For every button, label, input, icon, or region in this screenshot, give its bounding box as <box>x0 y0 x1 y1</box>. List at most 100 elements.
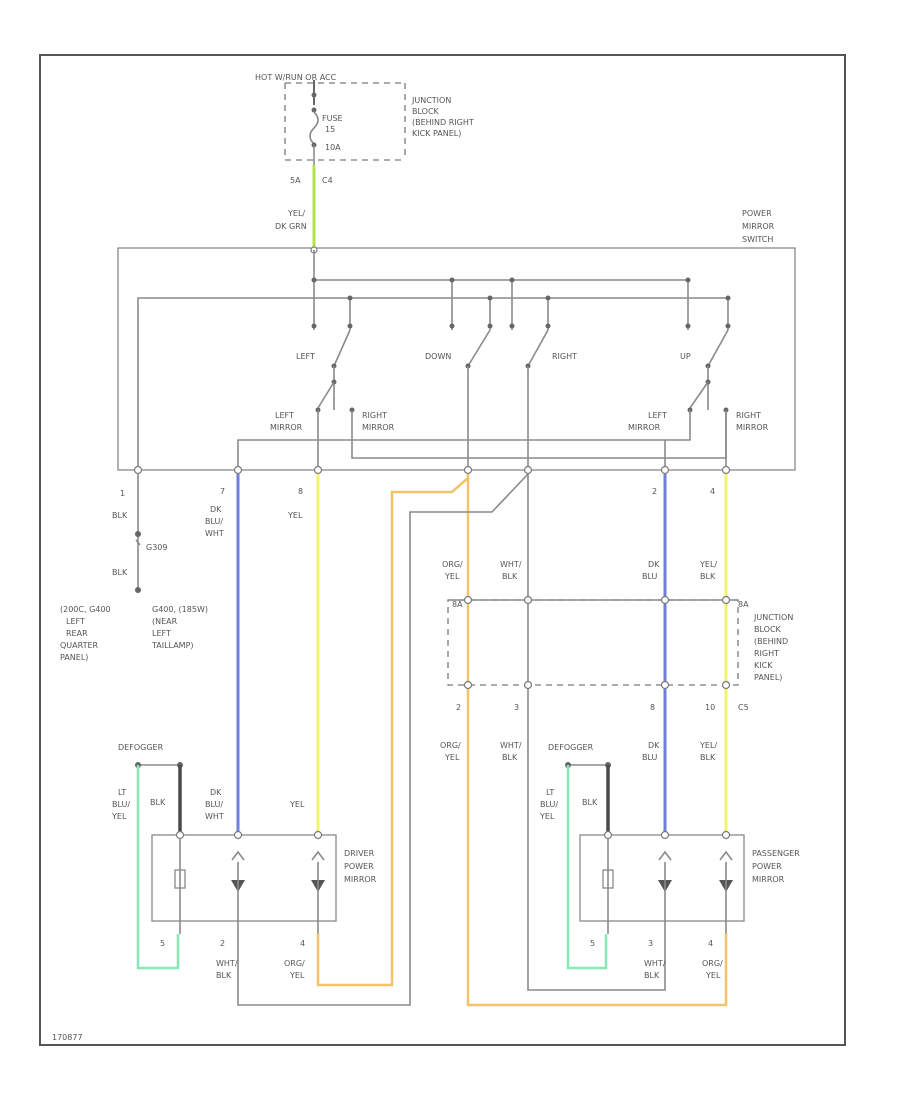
svg-text:YEL: YEL <box>539 812 555 821</box>
ground-label: G309 <box>146 543 167 552</box>
svg-text:WHT/: WHT/ <box>644 959 666 968</box>
switch-pos-left: LEFT <box>296 352 315 361</box>
svg-text:YEL: YEL <box>444 753 460 762</box>
svg-text:YEL: YEL <box>444 572 460 581</box>
svg-text:3: 3 <box>648 939 653 948</box>
svg-text:MIRROR: MIRROR <box>736 423 769 432</box>
svg-text:WHT/: WHT/ <box>216 959 238 968</box>
diagram-frame <box>39 54 846 1046</box>
svg-text:YEL/: YEL/ <box>699 741 717 750</box>
svg-text:BLOCK: BLOCK <box>754 625 782 634</box>
svg-text:MIRROR: MIRROR <box>752 875 785 884</box>
switch-pos-up: UP <box>680 352 691 361</box>
svg-text:4: 4 <box>708 939 713 948</box>
svg-text:BLK: BLK <box>502 753 518 762</box>
svg-text:ORG/: ORG/ <box>702 959 723 968</box>
svg-text:BLU: BLU <box>642 572 658 581</box>
svg-text:DK: DK <box>648 741 660 750</box>
power-mirror-switch: POWER MIRROR SWITCH LEFT DO <box>117 209 796 475</box>
svg-text:QUARTER: QUARTER <box>60 641 99 650</box>
junction-block-label: JUNCTION <box>411 96 451 105</box>
svg-text:BLK: BLK <box>700 753 716 762</box>
switch-pos-down: DOWN <box>425 352 451 361</box>
svg-text:KICK PANEL): KICK PANEL) <box>412 129 461 138</box>
svg-text:(BEHIND RIGHT: (BEHIND RIGHT <box>412 118 474 127</box>
ground-circuit: 1 BLK G309 BLK (200C, G400 LEFT REAR QUA… <box>60 474 208 662</box>
svg-text:LEFT: LEFT <box>66 617 85 626</box>
svg-text:LEFT: LEFT <box>152 629 171 638</box>
svg-text:BLK: BLK <box>700 572 716 581</box>
svg-text:POWER: POWER <box>752 862 782 871</box>
svg-text:RIGHT: RIGHT <box>736 411 761 420</box>
harness-wires <box>236 473 728 1007</box>
svg-text:C5: C5 <box>738 703 749 712</box>
svg-text:YEL: YEL <box>289 971 305 980</box>
svg-text:YEL: YEL <box>705 971 721 980</box>
svg-text:8: 8 <box>298 487 303 496</box>
passenger-power-mirror: DEFOGGER LT BLU/ YEL BLK PASSENGER POWER… <box>539 743 800 980</box>
svg-text:BLU/: BLU/ <box>540 800 558 809</box>
svg-text:PANEL): PANEL) <box>60 653 88 662</box>
svg-text:G400, (185W): G400, (185W) <box>152 605 208 614</box>
svg-text:DK: DK <box>210 505 222 514</box>
svg-text:YEL: YEL <box>111 812 127 821</box>
svg-text:BLOCK: BLOCK <box>412 107 440 116</box>
svg-text:RIGHT: RIGHT <box>754 649 779 658</box>
svg-text:8: 8 <box>650 703 655 712</box>
svg-text:BLK: BLK <box>112 511 128 520</box>
svg-text:5A: 5A <box>290 176 301 185</box>
svg-text:LT: LT <box>546 788 554 797</box>
svg-text:RIGHT: RIGHT <box>362 411 387 420</box>
svg-text:2: 2 <box>652 487 657 496</box>
svg-text:2: 2 <box>220 939 225 948</box>
svg-text:10: 10 <box>705 703 715 712</box>
svg-text:SWITCH: SWITCH <box>742 235 773 244</box>
svg-text:MIRROR: MIRROR <box>270 423 303 432</box>
junction-block-mid: 8A 8A JUNCTION BLOCK (BEHIND RIGHT KICK … <box>440 595 793 762</box>
power-source-label: HOT W/RUN OR ACC <box>255 73 337 82</box>
svg-text:(200C, G400: (200C, G400 <box>60 605 111 614</box>
svg-text:POWER: POWER <box>344 862 374 871</box>
svg-text:BLU: BLU <box>642 753 658 762</box>
svg-text:3: 3 <box>514 703 519 712</box>
svg-text:ORG/: ORG/ <box>440 741 461 750</box>
svg-text:10A: 10A <box>325 143 341 152</box>
svg-text:JUNCTION: JUNCTION <box>753 613 793 622</box>
svg-text:1: 1 <box>120 489 125 498</box>
svg-text:DK: DK <box>648 560 660 569</box>
svg-text:YEL/: YEL/ <box>287 209 305 218</box>
switch-output-labels: 7 DK BLU/ WHT 8 YEL 2 4 ORG/ YEL WHT/ BL… <box>205 487 717 581</box>
svg-text:8A: 8A <box>738 600 749 609</box>
svg-text:WHT/: WHT/ <box>500 560 522 569</box>
driver-mirror-title: DRIVER <box>344 849 375 858</box>
driver-power-mirror: DEFOGGER LT BLU/ YEL BLK DK BLU/ WHT YEL… <box>111 743 377 980</box>
svg-text:BLU/: BLU/ <box>205 517 223 526</box>
svg-text:WHT: WHT <box>205 529 224 538</box>
svg-text:BLK: BLK <box>502 572 518 581</box>
svg-text:(BEHIND: (BEHIND <box>754 637 788 646</box>
svg-text:4: 4 <box>710 487 715 496</box>
svg-text:BLK: BLK <box>216 971 232 980</box>
switch-title: POWER <box>742 209 772 218</box>
svg-text:LT: LT <box>118 788 126 797</box>
svg-text:4: 4 <box>300 939 305 948</box>
svg-text:LEFT: LEFT <box>275 411 294 420</box>
svg-text:5: 5 <box>590 939 595 948</box>
svg-text:MIRROR: MIRROR <box>344 875 377 884</box>
svg-text:YEL: YEL <box>289 800 305 809</box>
svg-text:(NEAR: (NEAR <box>152 617 178 626</box>
svg-text:5: 5 <box>160 939 165 948</box>
svg-text:BLU/: BLU/ <box>112 800 130 809</box>
svg-text:FUSE: FUSE <box>322 114 343 123</box>
svg-text:2: 2 <box>456 703 461 712</box>
switch-pos-right: RIGHT <box>552 352 577 361</box>
svg-text:YEL: YEL <box>287 511 303 520</box>
svg-text:ORG/: ORG/ <box>284 959 305 968</box>
svg-text:PANEL): PANEL) <box>754 673 782 682</box>
svg-text:KICK: KICK <box>754 661 773 670</box>
svg-text:C4: C4 <box>322 176 333 185</box>
svg-text:MIRROR: MIRROR <box>628 423 661 432</box>
svg-text:LEFT: LEFT <box>648 411 667 420</box>
svg-text:BLK: BLK <box>150 798 166 807</box>
svg-text:DEFOGGER: DEFOGGER <box>118 743 164 752</box>
